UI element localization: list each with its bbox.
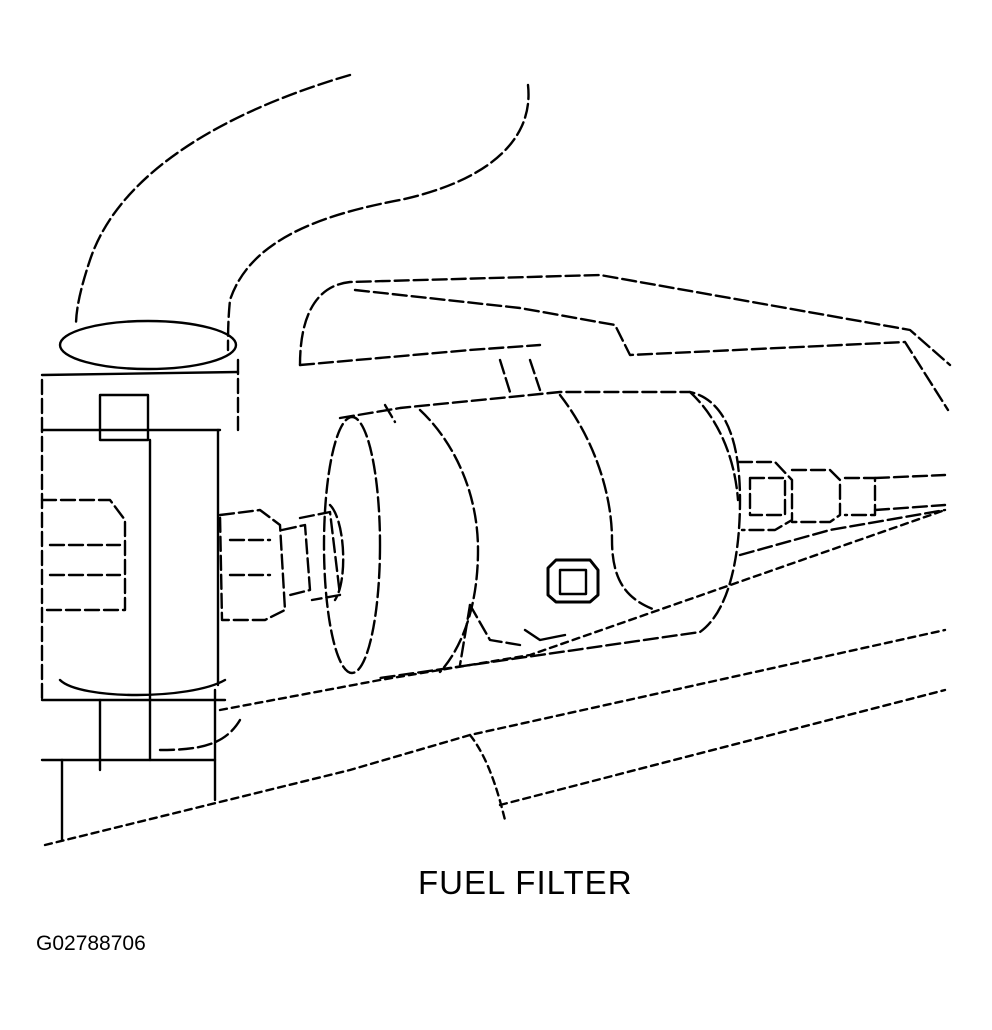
outlet-fitting <box>736 460 947 557</box>
mounting-bolt <box>523 558 600 642</box>
frame-bracket <box>40 319 242 842</box>
lower-frame <box>43 508 947 847</box>
fuel-hose <box>74 73 530 352</box>
fuel-filter-callout-label: FUEL FILTER <box>418 864 633 901</box>
upper-frame <box>298 273 952 412</box>
inlet-fitting <box>218 503 345 622</box>
figure-id-label: G02788706 <box>36 932 146 955</box>
fuel-filter-body <box>322 390 742 680</box>
